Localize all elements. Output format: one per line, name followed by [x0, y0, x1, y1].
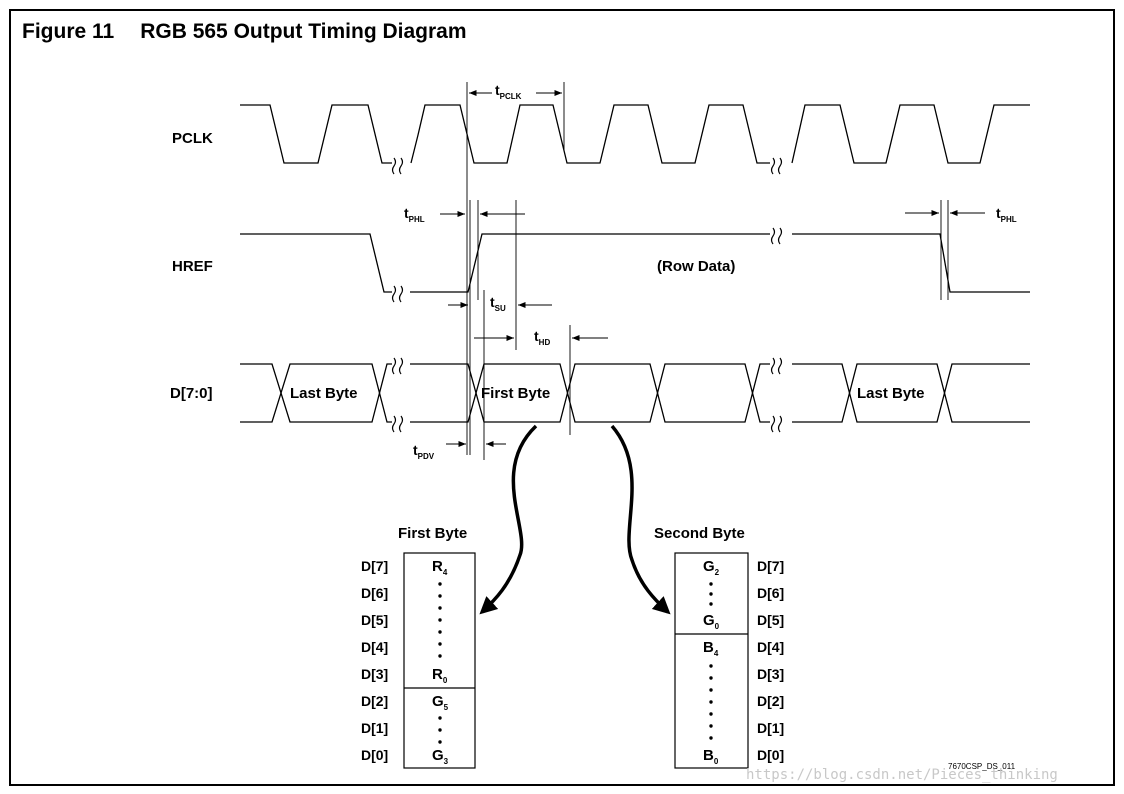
tphl-right-label: tPHL [996, 205, 1017, 224]
first-byte-bus-label: First Byte [481, 385, 550, 402]
second-byte-row: D[2] [757, 693, 784, 709]
first-byte-row: D[3] [361, 666, 388, 682]
data-bus-waveform [240, 363, 1030, 423]
first-byte-table: D[7] D[6] D[5] D[4] D[3] D[2] D[1] D[0] … [361, 552, 476, 769]
second-byte-title: Second Byte [654, 525, 745, 542]
first-byte-cell-g5: G5 [432, 693, 449, 712]
figure-frame [9, 9, 1115, 786]
first-byte-row: D[0] [361, 747, 388, 763]
pclk-break-marks [391, 157, 783, 175]
first-byte-dots-top [438, 582, 442, 658]
tphl-left-label: tPHL [404, 205, 425, 224]
second-byte-row: D[4] [757, 639, 784, 655]
first-byte-row-labels: D[7] D[6] D[5] D[4] D[3] D[2] D[1] D[0] [361, 558, 388, 763]
data-bus-break-marks [391, 357, 783, 433]
second-byte-cell-g2: G2 [703, 558, 720, 577]
second-byte-row: D[0] [757, 747, 784, 763]
first-byte-cell-r0: R0 [432, 666, 448, 685]
thd-label: tHD [534, 328, 550, 347]
second-byte-row-labels: D[7] D[6] D[5] D[4] D[3] D[2] D[1] D[0] [757, 558, 784, 763]
href-break-marks [391, 227, 783, 303]
row-data-label: (Row Data) [657, 258, 735, 275]
last-byte-right-label: Last Byte [857, 385, 925, 402]
second-byte-cell-b4: B4 [703, 639, 719, 658]
data-bus-label: D[7:0] [170, 385, 213, 402]
first-byte-row: D[7] [361, 558, 388, 574]
first-byte-row: D[5] [361, 612, 388, 628]
watermark: https://blog.csdn.net/Pieces_thinking [746, 767, 1058, 783]
tpdv-label: tPDV [413, 442, 435, 461]
second-byte-table: D[7] D[6] D[5] D[4] D[3] D[2] D[1] D[0] … [674, 552, 784, 769]
first-byte-cell-g3: G3 [432, 747, 449, 766]
reference-lines [466, 82, 949, 460]
pclk-label: PCLK [172, 130, 213, 147]
href-label: HREF [172, 258, 213, 275]
first-byte-row: D[1] [361, 720, 388, 736]
href-waveform [240, 233, 1030, 293]
second-byte-row: D[7] [757, 558, 784, 574]
second-byte-row: D[6] [757, 585, 784, 601]
figure-code: 7670CSP_DS_011 [948, 762, 1016, 771]
last-byte-left-label: Last Byte [290, 385, 358, 402]
first-byte-row: D[6] [361, 585, 388, 601]
tpclk-label: tPCLK [495, 82, 522, 101]
curved-pointer-arrows [479, 424, 671, 615]
figure-number: Figure 11 [22, 20, 115, 43]
second-byte-cell-g0: G0 [703, 612, 720, 631]
first-byte-title: First Byte [398, 525, 467, 542]
second-byte-row: D[5] [757, 612, 784, 628]
pclk-waveform [240, 104, 1030, 164]
second-byte-cell-b0: B0 [703, 747, 719, 766]
figure-caption: RGB 565 Output Timing Diagram [140, 20, 467, 43]
figure-title: Figure 11 RGB 565 Output Timing Diagram [22, 20, 467, 44]
tsu-label: tSU [490, 294, 506, 313]
second-byte-row: D[1] [757, 720, 784, 736]
second-byte-row: D[3] [757, 666, 784, 682]
first-byte-row: D[2] [361, 693, 388, 709]
first-byte-row: D[4] [361, 639, 388, 655]
timing-arrows [440, 89, 985, 448]
second-byte-dots-bottom [709, 664, 713, 740]
first-byte-cell-r4: R4 [432, 558, 448, 577]
second-byte-dots-top [709, 582, 713, 606]
first-byte-dots-bottom [438, 716, 442, 744]
